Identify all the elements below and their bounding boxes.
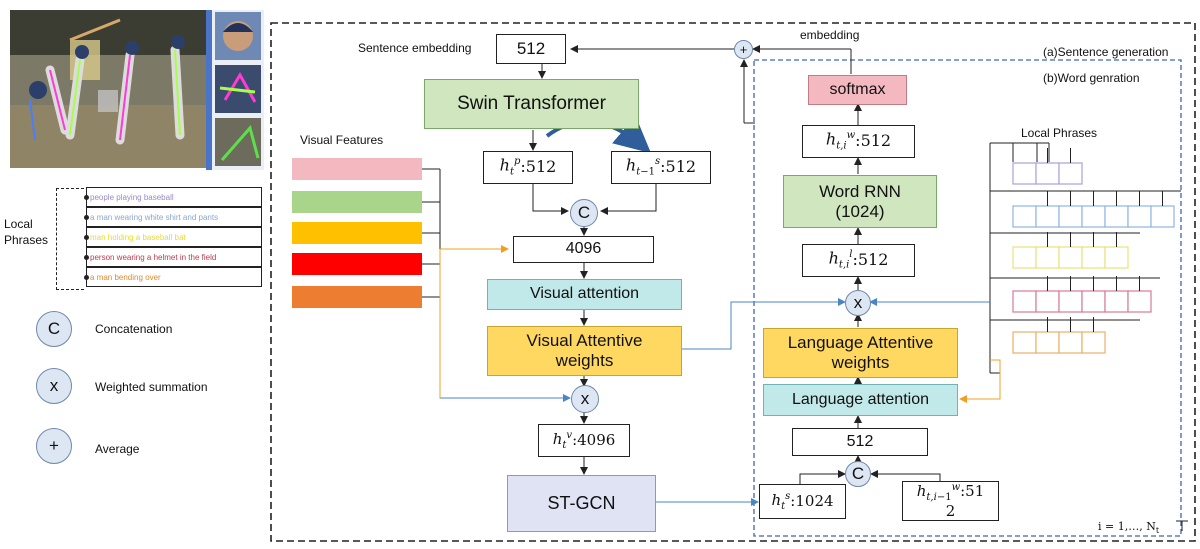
local-phrase-item: a man wearing white shirt and pants: [84, 207, 262, 227]
legend-average: Average: [95, 442, 140, 456]
concatenation-node-left: C: [570, 199, 598, 227]
word-rnn-box: Word RNN(1024): [783, 175, 937, 228]
local-phrases-label-line2: Phrases: [4, 233, 49, 247]
local-phrase-text: a man bending over: [90, 272, 161, 282]
phrase-bullet: [84, 235, 89, 240]
local-phrase-text: a man wearing white shirt and pants: [90, 212, 219, 222]
phrase-token-cell: [1104, 205, 1129, 228]
local-phrase-item: people playing baseball: [84, 187, 262, 207]
local-phrases-label-line1: Local: [4, 217, 33, 231]
phrase-bullet: [84, 255, 89, 260]
phrase-token-cell: [1081, 246, 1106, 269]
htv-box: htv:4096: [538, 424, 630, 457]
visual-feature-swatch: [292, 158, 422, 180]
phrase-bullet: [84, 275, 89, 280]
legend-concatenation: Concatenation: [95, 322, 173, 336]
phrase-token-cell: [1012, 162, 1037, 185]
local-phrase-text: person wearing a helmet in the field: [90, 252, 217, 262]
hts-box: hts:1024: [759, 484, 846, 519]
local-phrase-item: a man bending over: [84, 267, 262, 287]
phrase-token-cell: [1012, 331, 1037, 354]
phrase-token-cell: [1127, 205, 1152, 228]
st-gcn-box: ST-GCN: [507, 475, 656, 532]
phrase-token-cell: [1104, 290, 1129, 313]
phrase-bullet: [84, 215, 89, 220]
phrase-token-cell: [1081, 290, 1106, 313]
embedding-label: embedding: [800, 28, 860, 42]
visual-feature-swatch: [292, 253, 422, 275]
baseball-photo: [10, 10, 264, 170]
visual-feature-swatch: [292, 286, 422, 308]
sentence-embedding-box: 512: [496, 34, 566, 64]
phrase-token-cell: [1081, 205, 1106, 228]
phrase-token-cell: [1104, 246, 1129, 269]
softmax-box: softmax: [808, 75, 907, 105]
loop-note: i = 1,…, Nt: [1098, 520, 1160, 536]
htiw-box: ht,iw:512: [802, 125, 915, 158]
local-phrase-item: person wearing a helmet in the field: [84, 247, 262, 267]
phrase-token-cell: [1058, 246, 1083, 269]
phrase-token-cell: [1058, 205, 1083, 228]
phrase-token-cell: [1127, 290, 1152, 313]
weighted-summation-node-left: x: [571, 385, 599, 413]
visual-feature-swatch: [292, 191, 422, 213]
htil-box: ht,il:512: [802, 244, 915, 277]
visual-features-label: Visual Features: [300, 133, 384, 147]
concatenation-symbol: C: [36, 311, 72, 347]
local-phrase-item: man holding a baseball bat: [84, 227, 262, 247]
phrase-bullet: [84, 195, 89, 200]
phrase-token-cell: [1035, 290, 1060, 313]
phrase-token-cell: [1058, 162, 1083, 185]
htim1-box: ht,i−1w:51 2: [902, 481, 999, 521]
weighted-summation-node-right: x: [845, 290, 871, 316]
visual-feature-swatch: [292, 222, 422, 244]
phrase-token-cell: [1012, 290, 1037, 313]
sentence-embedding-label: Sentence embedding: [358, 41, 472, 55]
concat-512-box: 512: [792, 428, 928, 456]
phrase-token-cell: [1058, 290, 1083, 313]
word-generation-title: (b)Word genration: [1043, 71, 1140, 85]
sentence-generation-title: (a)Sentence generation: [1043, 45, 1169, 59]
weighted-summation-symbol: x: [36, 368, 72, 404]
average-symbol: +: [36, 428, 72, 464]
phrase-token-cell: [1035, 162, 1060, 185]
legend-weighted-summation: Weighted summation: [95, 380, 208, 394]
concat-4096-box: 4096: [513, 236, 654, 263]
phrase-token-cell: [1081, 331, 1106, 354]
phrase-token-cell: [1035, 246, 1060, 269]
average-node: +: [734, 40, 753, 59]
phrase-token-cell: [1012, 205, 1037, 228]
swin-transformer-box: Swin Transformer: [424, 79, 639, 129]
phrase-token-cell: [1150, 205, 1175, 228]
htp-box: htp:512: [483, 151, 573, 184]
local-phrase-text: people playing baseball: [90, 192, 174, 202]
local-phrases-tree-label: Local Phrases: [1021, 126, 1098, 140]
visual-attention-box: Visual attention: [487, 279, 682, 310]
phrase-token-cell: [1058, 331, 1083, 354]
hts-prev-box: ht−1s:512: [611, 151, 711, 184]
language-attention-box: Language attention: [763, 384, 958, 416]
phrase-token-cell: [1012, 246, 1037, 269]
phrase-token-cell: [1035, 331, 1060, 354]
local-phrase-text: man holding a baseball bat: [90, 232, 186, 242]
concatenation-node-right: C: [845, 461, 871, 487]
phrase-token-cell: [1035, 205, 1060, 228]
phrases-bracket: [56, 188, 84, 290]
